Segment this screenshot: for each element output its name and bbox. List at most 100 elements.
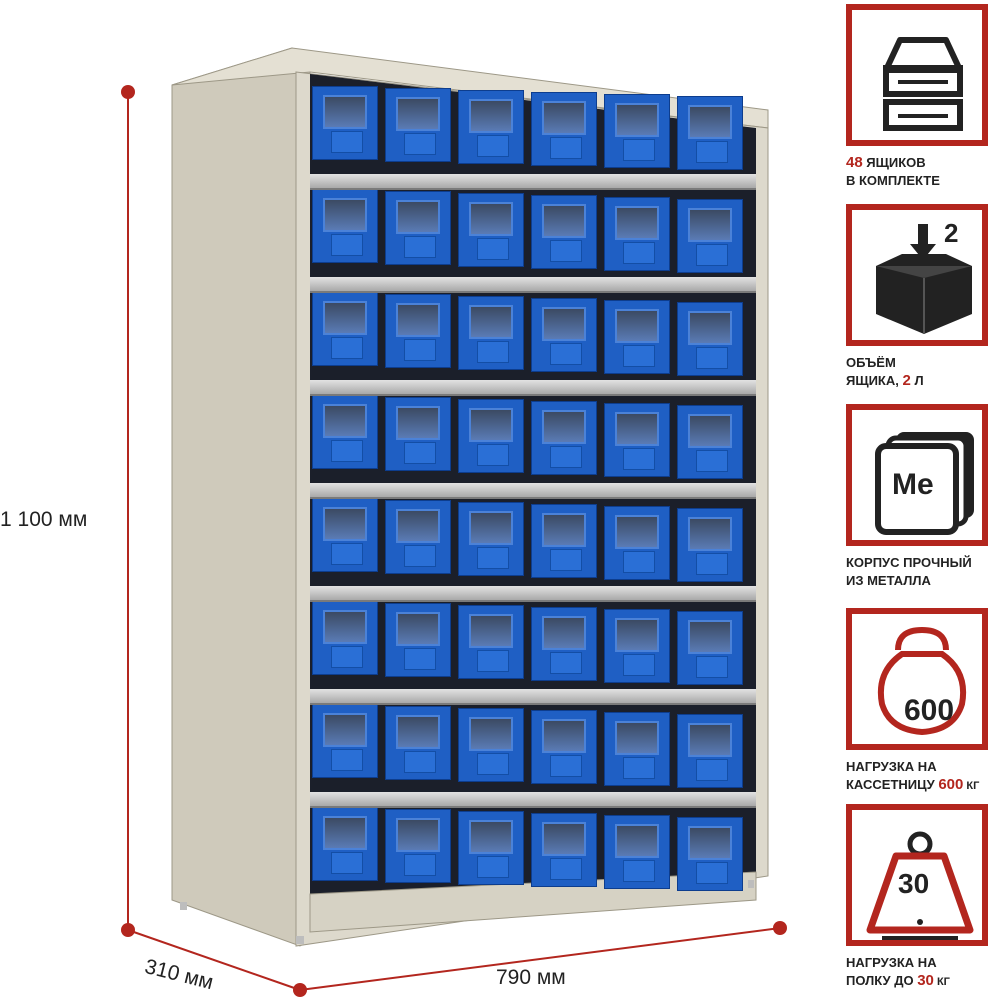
drawer-window [323, 198, 367, 232]
drawer-handle-icon[interactable] [404, 236, 436, 258]
drawer[interactable] [677, 199, 743, 273]
drawer[interactable] [604, 197, 670, 271]
drawer-handle-icon[interactable] [477, 444, 509, 466]
drawer-handle-icon[interactable] [696, 759, 728, 781]
drawer-handle-icon[interactable] [331, 440, 363, 462]
drawer-handle-icon[interactable] [331, 337, 363, 359]
drawer-handle-icon[interactable] [477, 650, 509, 672]
drawer[interactable] [677, 611, 743, 685]
drawer-handle-icon[interactable] [477, 547, 509, 569]
drawer-handle-icon[interactable] [404, 545, 436, 567]
drawer-handle-icon[interactable] [331, 646, 363, 668]
drawer[interactable] [312, 292, 378, 366]
drawer-handle-icon[interactable] [404, 648, 436, 670]
drawer-handle-icon[interactable] [477, 341, 509, 363]
drawer[interactable] [677, 508, 743, 582]
drawer[interactable] [677, 405, 743, 479]
drawer[interactable] [531, 710, 597, 784]
drawer[interactable] [385, 397, 451, 471]
drawer-handle-icon[interactable] [696, 347, 728, 369]
drawer[interactable] [385, 88, 451, 162]
drawer-handle-icon[interactable] [696, 244, 728, 266]
drawer[interactable] [677, 96, 743, 170]
drawer[interactable] [385, 191, 451, 265]
feature-highlight: 2 [902, 372, 911, 389]
drawer-handle-icon[interactable] [696, 553, 728, 575]
drawer[interactable] [458, 90, 524, 164]
drawer-handle-icon[interactable] [550, 137, 582, 159]
drawer[interactable] [531, 92, 597, 166]
drawer[interactable] [604, 609, 670, 683]
drawer-handle-icon[interactable] [404, 751, 436, 773]
drawer[interactable] [531, 298, 597, 372]
drawer-handle-icon[interactable] [331, 749, 363, 771]
drawer-handle-icon[interactable] [331, 543, 363, 565]
drawer-handle-icon[interactable] [404, 339, 436, 361]
drawer[interactable] [677, 302, 743, 376]
drawer[interactable] [458, 193, 524, 267]
drawer[interactable] [458, 296, 524, 370]
drawer[interactable] [531, 504, 597, 578]
drawer[interactable] [385, 603, 451, 677]
drawer[interactable] [677, 714, 743, 788]
drawer[interactable] [458, 399, 524, 473]
drawer[interactable] [385, 294, 451, 368]
drawer[interactable] [312, 704, 378, 778]
drawer[interactable] [531, 813, 597, 887]
drawer-handle-icon[interactable] [696, 450, 728, 472]
drawer[interactable] [312, 189, 378, 263]
drawer-handle-icon[interactable] [623, 860, 655, 882]
drawer-handle-icon[interactable] [550, 343, 582, 365]
drawer[interactable] [604, 403, 670, 477]
drawer-handle-icon[interactable] [550, 446, 582, 468]
drawer-handle-icon[interactable] [623, 139, 655, 161]
drawer-handle-icon[interactable] [550, 652, 582, 674]
drawer[interactable] [531, 607, 597, 681]
drawer-handle-icon[interactable] [404, 133, 436, 155]
drawer[interactable] [604, 712, 670, 786]
drawer[interactable] [312, 601, 378, 675]
drawer-handle-icon[interactable] [331, 852, 363, 874]
box-volume-icon-number: 2 [944, 218, 959, 248]
drawer-handle-icon[interactable] [477, 135, 509, 157]
drawer-handle-icon[interactable] [477, 856, 509, 878]
drawer-handle-icon[interactable] [623, 345, 655, 367]
drawer-handle-icon[interactable] [550, 858, 582, 880]
drawer[interactable] [458, 708, 524, 782]
drawer[interactable] [385, 500, 451, 574]
drawer[interactable] [385, 706, 451, 780]
drawer-handle-icon[interactable] [331, 234, 363, 256]
drawer-handle-icon[interactable] [550, 755, 582, 777]
drawer-handle-icon[interactable] [550, 549, 582, 571]
drawer[interactable] [677, 817, 743, 891]
drawer-handle-icon[interactable] [331, 131, 363, 153]
drawer-window [396, 715, 440, 749]
drawer-handle-icon[interactable] [623, 448, 655, 470]
drawer[interactable] [531, 195, 597, 269]
drawer[interactable] [458, 605, 524, 679]
drawer-handle-icon[interactable] [477, 238, 509, 260]
drawer-handle-icon[interactable] [623, 654, 655, 676]
drawer-handle-icon[interactable] [623, 242, 655, 264]
drawer[interactable] [531, 401, 597, 475]
drawer[interactable] [604, 506, 670, 580]
drawer[interactable] [604, 815, 670, 889]
drawer-handle-icon[interactable] [404, 442, 436, 464]
drawer[interactable] [312, 395, 378, 469]
drawer-handle-icon[interactable] [550, 240, 582, 262]
drawer[interactable] [458, 811, 524, 885]
drawer-handle-icon[interactable] [696, 862, 728, 884]
drawer-handle-icon[interactable] [404, 854, 436, 876]
drawer-handle-icon[interactable] [696, 656, 728, 678]
drawer-handle-icon[interactable] [696, 141, 728, 163]
drawer-handle-icon[interactable] [623, 551, 655, 573]
drawer[interactable] [312, 807, 378, 881]
drawer[interactable] [458, 502, 524, 576]
drawer[interactable] [604, 94, 670, 168]
drawer[interactable] [385, 809, 451, 883]
drawer[interactable] [312, 86, 378, 160]
drawer-handle-icon[interactable] [477, 753, 509, 775]
drawer[interactable] [312, 498, 378, 572]
drawer-handle-icon[interactable] [623, 757, 655, 779]
drawer[interactable] [604, 300, 670, 374]
